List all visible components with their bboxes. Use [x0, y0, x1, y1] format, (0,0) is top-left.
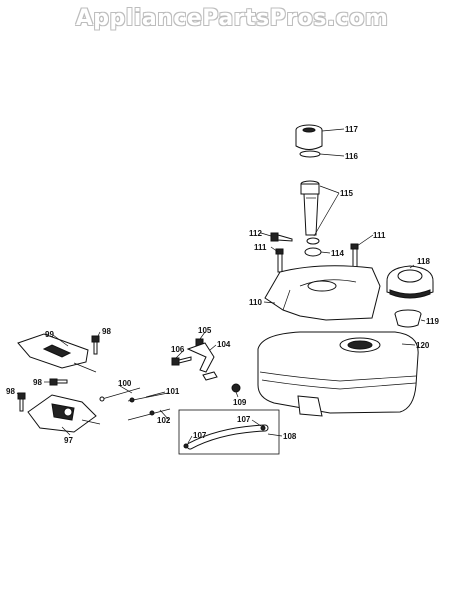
callout-112: 112 [249, 229, 262, 238]
callout-107-left: 107 [193, 431, 207, 440]
bolt-right [350, 243, 359, 270]
callout-98-top: 98 [102, 327, 111, 336]
callout-111-right: 111 [373, 231, 386, 240]
fuel-line-box [178, 409, 280, 455]
filler-neck [300, 180, 320, 236]
screw-98-b [49, 378, 68, 386]
nut [231, 383, 241, 393]
control-bracket [17, 333, 97, 373]
callout-109: 109 [233, 398, 247, 407]
callout-116: 116 [345, 152, 358, 161]
o-ring [299, 150, 321, 158]
fuel-tank [257, 331, 419, 417]
callout-101: 101 [166, 387, 180, 396]
callout-107-right: 107 [237, 415, 251, 424]
callout-110: 110 [249, 298, 262, 307]
callout-108: 108 [283, 432, 297, 441]
bolt-left [275, 248, 284, 273]
screw-98-c [17, 392, 26, 412]
governor-lever [186, 342, 218, 381]
filler-cap-top [295, 124, 323, 150]
callout-115: 115 [340, 189, 353, 198]
callout-114: 114 [331, 249, 344, 258]
callout-105: 105 [198, 326, 212, 335]
cable-100 [99, 387, 141, 402]
fuel-strainer [394, 309, 422, 328]
bolt-106 [171, 356, 192, 366]
screw [270, 232, 293, 242]
callout-119: 119 [426, 317, 439, 326]
throttle-control [27, 394, 101, 433]
tank-shroud [264, 265, 381, 321]
callout-118: 118 [417, 257, 430, 266]
callout-98-mid: 98 [33, 378, 42, 387]
fuel-cap [386, 265, 434, 299]
callout-100: 100 [118, 379, 132, 388]
callout-97: 97 [64, 436, 73, 445]
callout-106: 106 [171, 345, 185, 354]
callout-104: 104 [217, 340, 231, 349]
watermark: AppliancePartsPros.com [75, 6, 389, 31]
callout-120: 120 [416, 341, 430, 350]
screw-98-a [91, 335, 100, 355]
callout-102: 102 [157, 416, 171, 425]
cable-101 [127, 392, 169, 403]
leader-lines [16, 128, 426, 444]
cable-102 [127, 408, 171, 421]
callout-117: 117 [345, 125, 358, 134]
callout-98-left: 98 [6, 387, 15, 396]
callout-99: 99 [45, 330, 54, 339]
callout-111-left: 111 [254, 243, 267, 252]
filler-fitting [304, 237, 322, 257]
